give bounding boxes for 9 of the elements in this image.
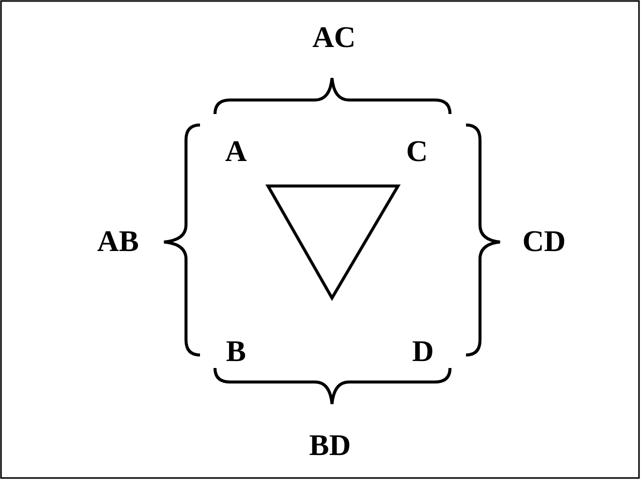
corner-label: B [226,337,246,367]
group-label: AC [312,23,356,53]
group-label: AB [97,227,139,257]
corner-label: D [412,337,434,367]
corner-label: A [225,137,247,167]
group-label: CD [522,227,566,257]
group-label: BD [309,431,351,461]
triangle-shape [265,184,401,301]
corner-label: C [406,137,428,167]
